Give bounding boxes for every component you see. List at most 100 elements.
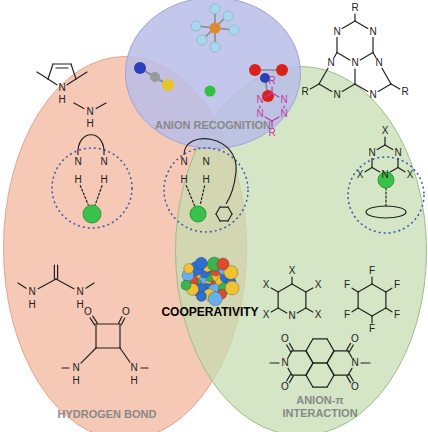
bond-line [352, 308, 358, 312]
bond-line [378, 84, 391, 91]
concept-label: COOPERATIVITY [161, 306, 258, 318]
bond-line [313, 362, 327, 363]
bond-line [216, 207, 220, 214]
atom-label: X [263, 310, 270, 320]
bond-line [373, 53, 376, 58]
atom-label: N [256, 109, 263, 119]
bond-line [371, 159, 372, 168]
bond-line [96, 323, 120, 324]
bond-line [327, 363, 334, 375]
bond-line [372, 308, 386, 316]
bond-line [265, 93, 272, 97]
bond-line [372, 168, 380, 173]
bond-line [93, 316, 98, 323]
bond-line [385, 188, 386, 206]
bond-line [306, 339, 313, 351]
atom-label: X [357, 170, 364, 180]
bond-line [141, 367, 148, 368]
bond-line [306, 351, 313, 363]
atom-label: O [281, 334, 289, 344]
bond-line [385, 292, 386, 308]
bond-line [306, 375, 313, 387]
bond-line [67, 79, 76, 85]
surface-bead [195, 257, 207, 269]
bond-line [56, 279, 74, 289]
bond-line [306, 288, 313, 292]
bond-line [271, 121, 272, 127]
atom-label: N [394, 148, 401, 158]
bond-line [313, 387, 327, 388]
bond-line [200, 186, 205, 205]
bond-line [305, 292, 306, 308]
bond-line [327, 351, 334, 363]
bond-line [355, 21, 368, 28]
bond-line [349, 345, 353, 352]
atom-label: O [122, 307, 130, 317]
atom-label: N [381, 170, 388, 180]
atom-label: N [368, 148, 375, 158]
bond-line [313, 338, 327, 339]
bond-line [120, 348, 130, 362]
bond-line [228, 207, 232, 214]
bond-line [78, 135, 104, 155]
bond-line [119, 317, 122, 324]
atom-label: N [130, 363, 137, 373]
bond-line [288, 351, 292, 358]
bond-line [371, 277, 372, 284]
bond-line [306, 351, 313, 363]
bond-line [342, 84, 355, 91]
atom-label: N [280, 95, 287, 105]
atom-label: N [74, 157, 81, 167]
bond-line [310, 84, 319, 89]
bond-line [292, 350, 306, 351]
atom-label: N [72, 363, 79, 373]
region-outline [4, 57, 247, 432]
bond-line [96, 347, 120, 348]
bond-line [382, 68, 391, 84]
atom-label: H [72, 376, 79, 386]
bond-line [48, 64, 53, 79]
atom-label: F [394, 310, 400, 320]
bond-line [355, 84, 368, 91]
region-ellipse [3, 56, 247, 432]
bond-line [186, 186, 194, 206]
atom-label: N [100, 157, 107, 167]
atom-label: H [180, 175, 187, 185]
bond-line [385, 145, 393, 150]
atom-label: F [369, 266, 375, 276]
bond-line [327, 339, 334, 351]
region-outline [126, 0, 301, 149]
bond-line [319, 68, 328, 84]
bond-line [327, 351, 334, 363]
bond-line [386, 308, 392, 312]
bond-line [360, 53, 373, 60]
atom-label: O [281, 382, 289, 392]
atom-label: O [351, 334, 359, 344]
bond-line [62, 367, 69, 368]
bond-line [71, 64, 76, 79]
anion-models [134, 4, 288, 102]
atom-label: F [344, 280, 350, 290]
bond-line [220, 220, 228, 221]
bond-line [354, 69, 355, 84]
bond-line [306, 308, 313, 312]
bond-line [119, 324, 120, 348]
atom-label: N [369, 27, 376, 37]
bond-line [37, 72, 48, 79]
binding-circle [52, 148, 132, 228]
bond-line [287, 345, 291, 352]
bond-line [289, 343, 293, 350]
bond-line [365, 168, 372, 172]
atom-label: N [280, 109, 287, 119]
atom-label: N [351, 58, 358, 68]
binding-circle [348, 157, 424, 233]
bond-line [334, 53, 337, 58]
bond-line [216, 214, 220, 221]
bond-line [334, 350, 348, 351]
hydrogen-bond-region: HYDROGEN BOND [3, 56, 247, 432]
atom-label: N [202, 157, 209, 167]
atom-label: H [130, 376, 137, 386]
bond-line [327, 375, 334, 387]
bond-line [337, 53, 350, 60]
